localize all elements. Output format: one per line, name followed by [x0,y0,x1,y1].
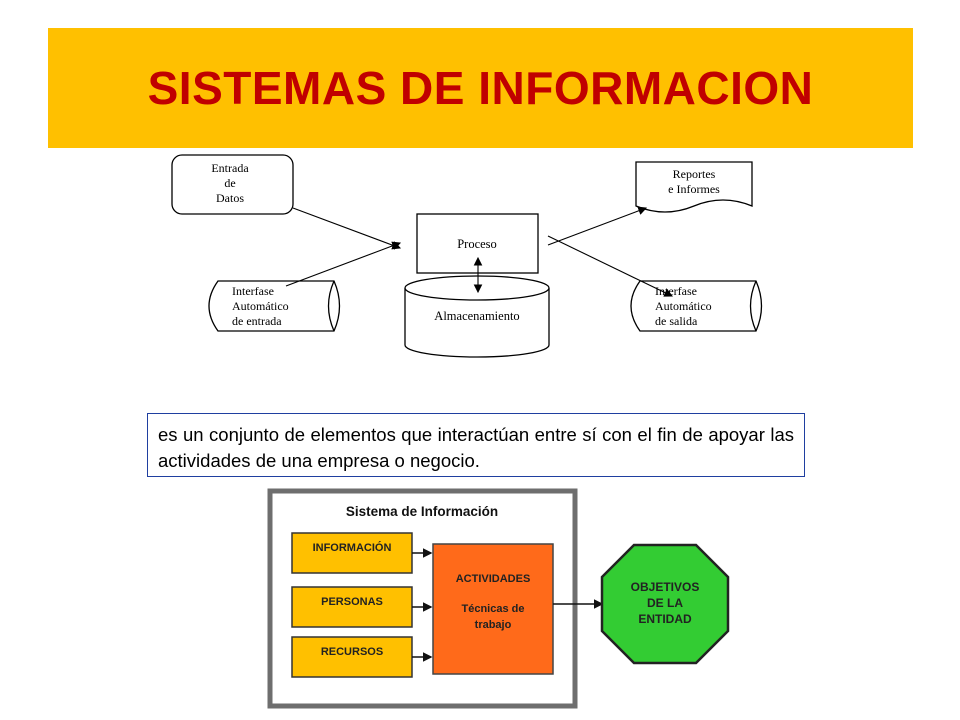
input-line-2: de [224,176,235,190]
activities-box: ACTIVIDADES Técnicas de trabajo [432,543,554,675]
flow-diagram: Entrada de Datos Interfase Automático de… [171,154,763,358]
process-shape: Proceso [416,213,539,274]
input-line-3: Datos [216,191,244,205]
input-box-personas: PERSONAS [291,586,413,628]
activities-sub-1: Técnicas de [462,603,525,615]
title-banner: SISTEMAS DE INFORMACION [48,28,913,148]
auto-out-line-2: Automático [655,299,712,313]
input-box-label: INFORMACIÓN [313,541,392,554]
auto-in-to-process-arrow [285,241,402,287]
reports-line-1: Reportes [673,167,716,181]
auto-in-line-1: Interfase [232,284,274,298]
auto-out-line-3: de salida [655,314,698,328]
process-label: Proceso [457,237,497,251]
objectives-line-2: DE LA [647,596,683,610]
system-title: Sistema de Información [346,504,498,519]
storage-label: Almacenamiento [434,309,519,323]
input-box-label: PERSONAS [321,596,383,608]
page-title: SISTEMAS DE INFORMACION [147,62,814,114]
activities-sub-2: trabajo [475,619,512,631]
process-to-auto-out-arrow [547,235,673,297]
objectives-octagon: OBJETIVOS DE LA ENTIDAD [600,543,730,665]
input-box-recursos: RECURSOS [291,636,413,678]
auto-output-shape: Interfase Automático de salida [630,280,763,332]
definition-box: es un conjunto de elementos que interact… [147,413,805,477]
system-diagram: Sistema de Información INFORMACIÓN PERSO… [267,488,730,709]
input-box-informacion: INFORMACIÓN [291,532,413,574]
process-to-reports-arrow [547,206,648,246]
auto-in-line-2: Automático [232,299,289,313]
objectives-line-1: OBJETIVOS [631,580,700,594]
auto-input-shape: Interfase Automático de entrada [208,280,341,332]
input-data-shape: Entrada de Datos [171,154,294,215]
input-line-1: Entrada [211,161,249,175]
input-to-process-arrow [292,207,402,250]
input-box-label: RECURSOS [321,646,383,658]
auto-in-line-3: de entrada [232,314,282,328]
objectives-line-3: ENTIDAD [638,612,692,626]
reports-shape: Reportes e Informes [635,161,753,213]
storage-shape: Almacenamiento [404,275,550,358]
activities-title: ACTIVIDADES [456,573,531,585]
reports-line-2: e Informes [668,182,720,196]
